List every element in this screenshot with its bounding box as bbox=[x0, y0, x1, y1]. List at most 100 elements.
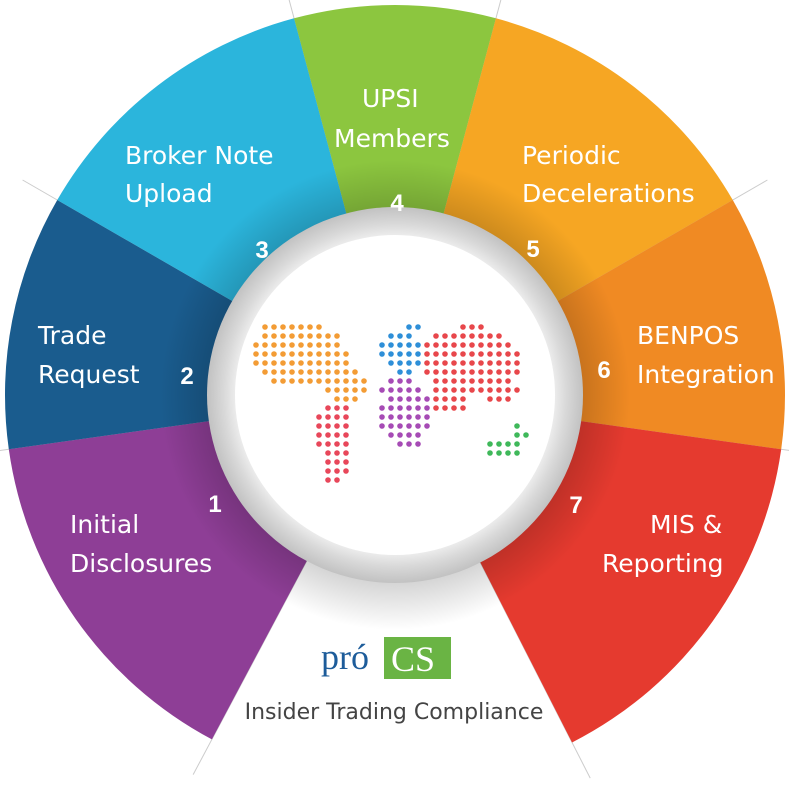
segment-4-label-line-1: UPSI bbox=[362, 84, 419, 113]
map-dot bbox=[451, 369, 457, 375]
map-dot bbox=[388, 333, 394, 339]
logo-cs-box bbox=[384, 637, 451, 679]
map-dot bbox=[460, 324, 466, 330]
map-dot bbox=[325, 360, 331, 366]
map-dot bbox=[469, 324, 475, 330]
map-dot bbox=[343, 459, 349, 465]
map-dot bbox=[388, 396, 394, 402]
segment-4-label-line-2: Members bbox=[334, 124, 450, 153]
map-dot bbox=[397, 441, 403, 447]
map-dot bbox=[442, 351, 448, 357]
map-dot bbox=[406, 423, 412, 429]
map-dot bbox=[307, 342, 313, 348]
map-dot bbox=[415, 396, 421, 402]
map-dot bbox=[433, 369, 439, 375]
map-dot bbox=[406, 414, 412, 420]
map-dot bbox=[496, 450, 502, 456]
map-dot bbox=[325, 351, 331, 357]
map-dot bbox=[334, 450, 340, 456]
segment-1-label-line-2: Disclosures bbox=[70, 549, 212, 578]
logo-cs-text: CS bbox=[391, 639, 435, 679]
map-dot bbox=[388, 351, 394, 357]
map-dot bbox=[460, 396, 466, 402]
map-dot bbox=[334, 459, 340, 465]
map-dot bbox=[334, 333, 340, 339]
map-dot bbox=[424, 351, 430, 357]
map-dot bbox=[406, 441, 412, 447]
map-dot bbox=[343, 432, 349, 438]
map-dot bbox=[433, 333, 439, 339]
map-dot bbox=[505, 342, 511, 348]
map-dot bbox=[307, 324, 313, 330]
map-dot bbox=[379, 414, 385, 420]
map-dot bbox=[415, 342, 421, 348]
map-dot bbox=[433, 342, 439, 348]
map-dot bbox=[316, 351, 322, 357]
map-dot bbox=[343, 414, 349, 420]
map-dot bbox=[262, 342, 268, 348]
map-dot bbox=[343, 423, 349, 429]
map-dot bbox=[397, 360, 403, 366]
map-dot bbox=[397, 396, 403, 402]
map-dot bbox=[361, 387, 367, 393]
map-dot bbox=[271, 378, 277, 384]
map-dot bbox=[487, 342, 493, 348]
logo-pro-text: pró bbox=[321, 637, 369, 677]
map-dot bbox=[397, 432, 403, 438]
map-dot bbox=[379, 405, 385, 411]
map-dot bbox=[397, 333, 403, 339]
map-dot bbox=[514, 441, 520, 447]
map-dot bbox=[514, 423, 520, 429]
map-dot bbox=[514, 351, 520, 357]
dotted-world-map bbox=[253, 324, 529, 483]
map-dot bbox=[316, 342, 322, 348]
map-dot bbox=[424, 405, 430, 411]
map-dot bbox=[469, 351, 475, 357]
map-dot bbox=[343, 369, 349, 375]
map-dot bbox=[478, 387, 484, 393]
map-dot bbox=[316, 324, 322, 330]
segment-7-label-line-2: Reporting bbox=[602, 549, 724, 578]
map-dot bbox=[262, 333, 268, 339]
map-dot bbox=[433, 405, 439, 411]
map-dot bbox=[334, 414, 340, 420]
map-dot bbox=[280, 342, 286, 348]
map-dot bbox=[505, 441, 511, 447]
map-dot bbox=[325, 423, 331, 429]
segment-2-label-line-1: Trade bbox=[37, 321, 106, 350]
map-dot bbox=[415, 432, 421, 438]
map-dot bbox=[487, 333, 493, 339]
segment-3-number: 3 bbox=[255, 237, 268, 264]
map-dot bbox=[316, 423, 322, 429]
map-dot bbox=[505, 396, 511, 402]
map-dot bbox=[487, 450, 493, 456]
map-dot bbox=[397, 378, 403, 384]
map-dot bbox=[289, 342, 295, 348]
map-dot bbox=[424, 423, 430, 429]
map-dot bbox=[289, 360, 295, 366]
map-dot bbox=[316, 432, 322, 438]
map-dot bbox=[406, 333, 412, 339]
map-dot bbox=[388, 423, 394, 429]
map-dot bbox=[424, 414, 430, 420]
map-dot bbox=[460, 405, 466, 411]
map-dot bbox=[469, 387, 475, 393]
map-dot bbox=[343, 405, 349, 411]
map-dot bbox=[343, 468, 349, 474]
map-dot bbox=[505, 360, 511, 366]
map-dot bbox=[451, 387, 457, 393]
map-dot bbox=[415, 324, 421, 330]
map-dot bbox=[280, 360, 286, 366]
map-dot bbox=[388, 342, 394, 348]
map-dot bbox=[460, 360, 466, 366]
map-dot bbox=[442, 405, 448, 411]
map-dot bbox=[469, 369, 475, 375]
tagline: Insider Trading Compliance bbox=[245, 700, 544, 725]
map-dot bbox=[298, 342, 304, 348]
map-dot bbox=[478, 333, 484, 339]
map-dot bbox=[325, 342, 331, 348]
map-dot bbox=[415, 405, 421, 411]
map-dot bbox=[397, 405, 403, 411]
map-dot bbox=[388, 378, 394, 384]
map-dot bbox=[487, 369, 493, 375]
